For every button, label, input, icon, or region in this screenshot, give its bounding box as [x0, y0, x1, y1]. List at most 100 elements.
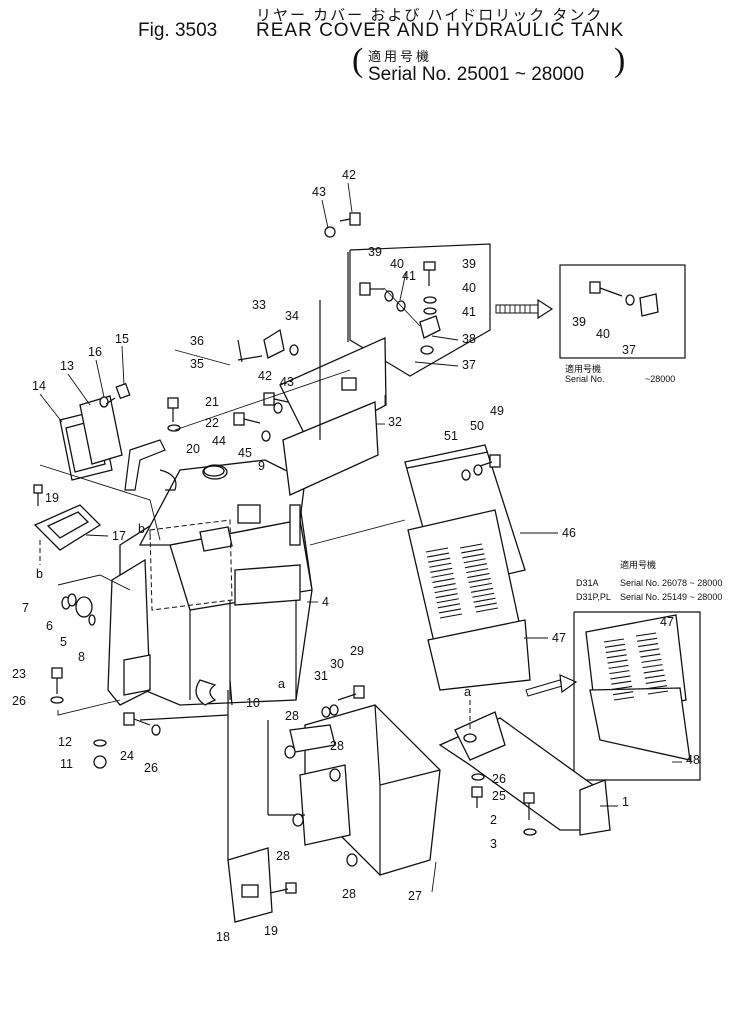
cover-variant-inset: 適用号機 D31A Serial No. 26078 ~ 28000 D31P,… [573, 559, 722, 781]
vent-slat [606, 654, 627, 659]
vent-slat [612, 685, 633, 690]
upper-fastener-inset [347, 243, 491, 377]
callout-39-inset: 39 [572, 315, 586, 329]
title-english: REAR COVER AND HYDRAULIC TANK [256, 20, 625, 41]
vent-slat [431, 572, 454, 578]
vent-slat [609, 670, 630, 675]
vent-slat [428, 557, 451, 563]
callout-33: 33 [252, 298, 266, 312]
vent-slat [645, 679, 666, 684]
callout-46: 46 [562, 526, 576, 540]
vent-slat [641, 658, 662, 663]
callout-38: 38 [462, 332, 476, 346]
callout-37-inset: 37 [622, 343, 636, 357]
vent-slat [475, 607, 499, 613]
vent-slat [469, 582, 492, 588]
vent-slat [436, 598, 459, 604]
bracket-inset-applicability: 適用号機 [565, 363, 601, 374]
ref-b-lower: b [36, 567, 43, 581]
vent-slat [433, 582, 456, 589]
vent-slat [468, 577, 491, 584]
callout-5: 5 [60, 635, 67, 649]
vent-slat [643, 669, 664, 674]
callout-39-left: 39 [368, 245, 382, 259]
vent-slat [472, 592, 495, 598]
vent-slat [434, 588, 457, 594]
callout-12: 12 [58, 735, 72, 749]
vent-slat [462, 553, 485, 559]
callout-9: 9 [258, 459, 265, 473]
vent-slat [613, 691, 634, 696]
callout-11: 11 [60, 757, 73, 771]
vent-slat [640, 653, 661, 658]
vented-cover-47 [407, 509, 531, 691]
callout-25: 25 [492, 789, 506, 803]
callout-50: 50 [470, 419, 484, 433]
hydraulic-tank [107, 459, 313, 860]
vent-slat [646, 685, 667, 690]
callout-37: 37 [462, 358, 476, 372]
callout-40-right: 40 [462, 281, 476, 295]
callout-labels: 42 43 39 40 41 39 40 41 38 37 39 40 37 3… [12, 168, 700, 944]
callout-16: 16 [88, 345, 102, 359]
callout-42-top: 42 [342, 168, 356, 182]
callout-2: 2 [490, 813, 497, 827]
vent-slat [637, 637, 658, 642]
callout-39-right: 39 [462, 257, 476, 271]
box-27 [267, 704, 441, 876]
guide-lines [39, 349, 406, 546]
cover-inset-serial-2: Serial No. 25149 ~ 28000 [620, 592, 722, 602]
callout-35: 35 [190, 357, 204, 371]
callout-26-left: 26 [12, 694, 26, 708]
callout-30: 30 [330, 657, 344, 671]
vent-slat [426, 552, 450, 558]
vent-slat [611, 680, 632, 685]
ref-a-right: a [464, 685, 471, 699]
vent-slat [639, 648, 660, 653]
callout-19-bottom: 19 [264, 924, 278, 938]
callout-48: 48 [686, 753, 700, 767]
callout-49: 49 [490, 404, 504, 418]
callout-6: 6 [46, 619, 53, 633]
callout-22: 22 [205, 416, 219, 430]
callout-40-inset: 40 [596, 327, 610, 341]
cover-inset-serial-1: Serial No. 26078 ~ 28000 [620, 578, 722, 588]
callout-40-left: 40 [390, 257, 404, 271]
vent-slat [608, 664, 629, 669]
callout-26-right: 26 [492, 772, 506, 786]
callout-51: 51 [444, 429, 458, 443]
bracket-inset-serial-range: ~28000 [645, 374, 675, 384]
callout-26-mid: 26 [144, 761, 158, 775]
callout-45: 45 [238, 446, 252, 460]
cover-inset-model-2: D31P,PL [576, 592, 611, 602]
callout-18: 18 [216, 930, 230, 944]
vent-slat [644, 674, 665, 679]
vent-slat [463, 558, 486, 564]
vent-slat [610, 675, 631, 680]
callout-44: 44 [212, 434, 226, 448]
callout-28-b: 28 [330, 739, 344, 753]
vent-slat [605, 649, 626, 654]
applicability-japanese: 適用号機 [368, 49, 433, 64]
callout-31: 31 [314, 669, 328, 683]
callout-4: 4 [322, 595, 329, 609]
callout-14: 14 [32, 379, 46, 393]
callout-19-top: 19 [45, 491, 59, 505]
cover-inset-model-1: D31A [576, 578, 599, 588]
vent-slat [432, 577, 455, 584]
vent-slat [603, 638, 625, 643]
callout-17: 17 [112, 529, 126, 543]
callout-36: 36 [190, 334, 204, 348]
arrow-to-cover-inset [525, 674, 578, 697]
callout-47-inset: 47 [660, 615, 674, 629]
bracket-inset-serial-label: Serial No. [565, 374, 605, 384]
callout-43-top: 43 [312, 185, 326, 199]
vent-slat [638, 643, 659, 648]
callout-34: 34 [285, 309, 299, 323]
callout-41-right: 41 [462, 305, 476, 319]
left-side-parts [33, 212, 537, 894]
callout-3: 3 [490, 837, 497, 851]
vent-slat [604, 643, 625, 648]
rear-cover-32 [279, 300, 387, 496]
vent-slat [429, 562, 452, 568]
